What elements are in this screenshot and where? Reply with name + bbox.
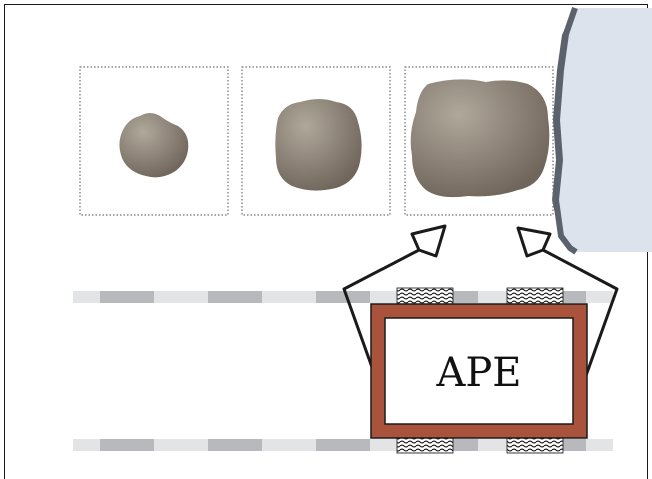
claw-left-icon [410, 224, 447, 258]
panel-large [404, 66, 554, 216]
pattern-block-icon [506, 287, 564, 306]
panel-medium [241, 66, 391, 216]
particle-small-icon [119, 113, 189, 178]
arm-right [542, 248, 619, 385]
panel-small [79, 66, 229, 216]
ape-label: APE [436, 350, 522, 396]
ape-machine: APE [370, 303, 588, 439]
particle-panels [79, 66, 554, 216]
pattern-block-icon [396, 287, 454, 306]
rail-blocks [396, 287, 564, 454]
particle-medium-icon [275, 99, 362, 191]
particle-large-icon [410, 79, 550, 198]
arm-left [342, 248, 420, 385]
side-wall [552, 7, 652, 255]
manipulator-arms [342, 224, 619, 385]
